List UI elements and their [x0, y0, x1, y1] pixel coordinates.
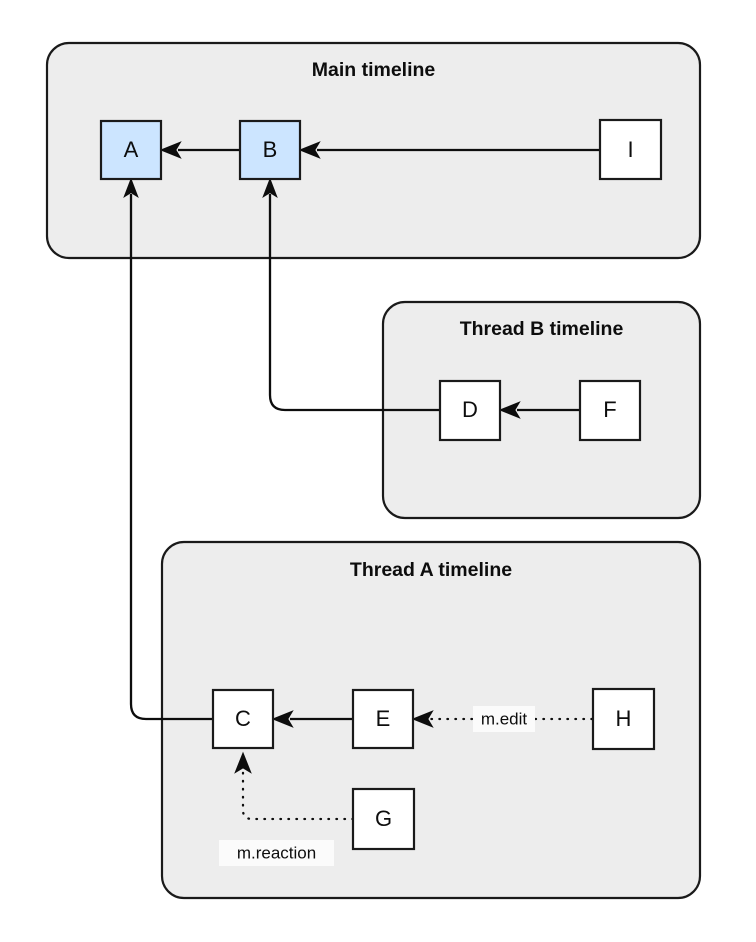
node-c-label: C	[235, 706, 251, 731]
node-f[interactable]: F	[578, 379, 642, 442]
node-g-box	[351, 787, 416, 851]
node-a-box	[99, 119, 163, 181]
node-d-box	[438, 379, 502, 442]
edge-g-to-c-label-bg	[219, 840, 334, 866]
edge-c-to-a[interactable]	[123, 177, 213, 721]
node-i-box	[598, 118, 663, 181]
edge-e-to-c[interactable]	[271, 710, 353, 728]
node-a-label: A	[124, 137, 139, 162]
edge-d-to-b-line	[268, 194, 440, 412]
edge-c-to-a-arrowhead	[123, 177, 139, 199]
node-d[interactable]: D	[438, 379, 502, 442]
edge-e-to-c-arrowhead	[271, 710, 294, 728]
edge-g-to-c-arrowhead	[234, 751, 252, 774]
edge-i-to-b-arrowhead	[298, 141, 321, 159]
node-a[interactable]: A	[99, 119, 163, 181]
node-g-label: G	[375, 806, 392, 831]
group-main-timeline-title: Main timeline	[312, 59, 436, 81]
edge-b-to-a-arrowhead	[159, 141, 182, 159]
node-c-box	[211, 688, 275, 750]
edge-d-to-b[interactable]	[262, 177, 440, 412]
node-d-label: D	[462, 397, 478, 422]
edge-b-to-a[interactable]	[159, 141, 240, 159]
node-f-box	[578, 379, 642, 442]
edge-g-to-c[interactable]: m.reaction	[219, 751, 355, 866]
edge-i-to-b[interactable]	[298, 141, 600, 159]
edge-d-to-b-arrowhead	[262, 177, 278, 199]
edge-c-to-a-line	[129, 194, 213, 721]
node-c[interactable]: C	[211, 688, 275, 750]
node-i-label: I	[627, 137, 633, 162]
edge-f-to-d-arrowhead	[498, 401, 521, 419]
node-h[interactable]: H	[591, 687, 656, 751]
edge-h-to-e-label-bg	[473, 706, 535, 732]
node-e-label: E	[376, 706, 391, 731]
node-e-box	[351, 688, 415, 750]
node-b-box	[238, 119, 302, 181]
group-thread-b-timeline-title: Thread B timeline	[460, 318, 624, 340]
node-h-box	[591, 687, 656, 751]
edge-h-to-e[interactable]: m.edit	[411, 706, 594, 732]
node-f-label: F	[603, 397, 616, 422]
node-h-label: H	[616, 706, 632, 731]
edge-h-to-e-label: m.edit	[481, 709, 528, 728]
edge-h-to-e-arrowhead	[411, 710, 434, 728]
edge-g-to-c-label: m.reaction	[237, 843, 316, 862]
node-b[interactable]: B	[238, 119, 302, 181]
node-b-label: B	[263, 137, 278, 162]
edge-f-to-d[interactable]	[498, 401, 580, 419]
node-e[interactable]: E	[351, 688, 415, 750]
group-thread-a-timeline-title: Thread A timeline	[350, 559, 512, 581]
node-i[interactable]: I	[598, 118, 663, 181]
node-g[interactable]: G	[351, 787, 416, 851]
